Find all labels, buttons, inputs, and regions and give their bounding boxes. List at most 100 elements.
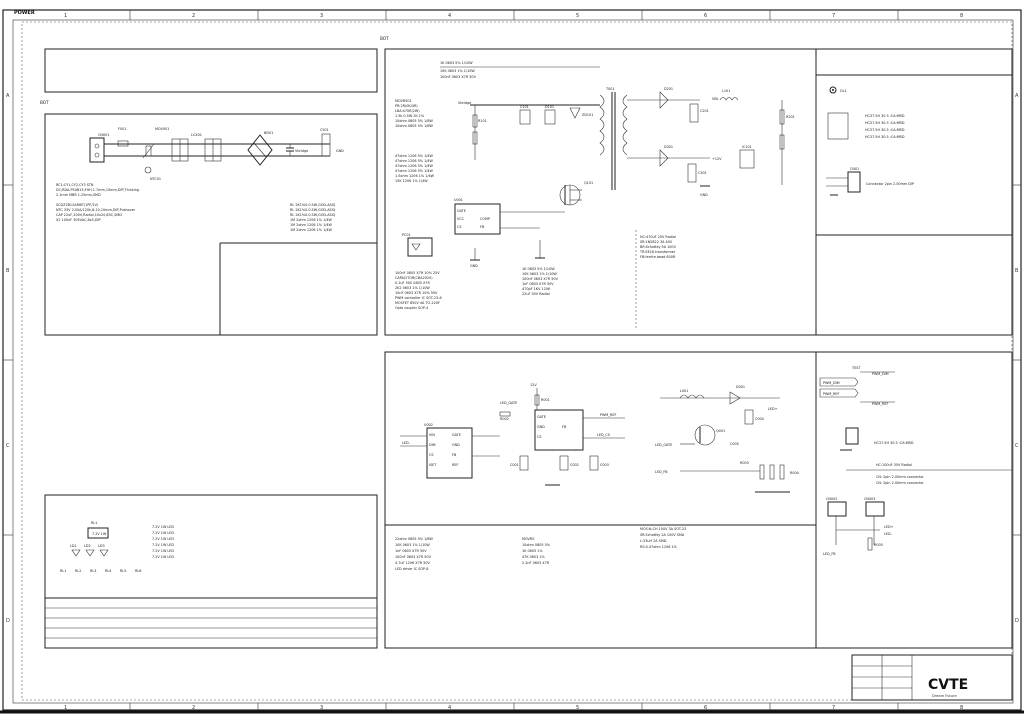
input-rnote-3: 1M 2ohm 1206 1% 1/4W [290,218,333,222]
r-pwm-dim-2: PWM_DIM [823,381,840,385]
fly-rnote-3: TR:EE16 transformer [639,250,676,254]
r004-label: R004 [790,471,799,475]
fly-mnote-2: 100nF 0603 X7R 50V [522,277,559,281]
cn01-note: Connector 2pin 2.00mm DIP [866,182,914,186]
col-label-6b: 6 [704,705,707,711]
rl1-label: RL1 [91,521,97,525]
u002-gnd: GND [452,443,460,447]
led-note-2: 7.2V 1W LED [152,531,174,535]
r-pwm-ref-2: PWM_REF [872,402,889,406]
backlight-section-box [384,351,817,649]
led-note-1: 7.2V 1W LED [152,525,174,529]
right-connectors: PWM_DIM PWM_DIM PWM_REF PWM_REF HC37.5H … [819,371,1012,556]
u002-cs: CS [429,453,434,457]
rl3-label: RL3 [90,569,96,573]
d301-label: D301 [664,145,673,149]
u-mid-gnd: GND [537,425,545,429]
fly-12v: +12V [712,157,722,161]
backlight-circuit: U002 VIN DIM CS ISET GATE GND FB REF LED… [400,383,799,493]
vbridge-net: Vbridge [295,149,308,153]
ld1-label: LD1 [70,544,77,548]
fly-lnote-8: 47ohm 1206 5% 1/4W [395,164,434,168]
r-led-minus: LED- [884,532,893,536]
bl-mnote-4: 2.2nF 0603 X7R [522,561,550,565]
d201-label: D201 [664,87,673,91]
bl-led-cs: LED_CS [597,433,610,437]
fly-lnote-4: 10ohm 0805 5% 1/8W [395,119,434,123]
u002-ref: REF [452,463,458,467]
fly-mnote-5: 22uF 50V Radial [522,292,550,296]
row-label-d-r: D [1015,618,1019,624]
col-label-2b: 2 [192,705,195,711]
c201-label: C201 [700,109,709,113]
bl-rbnote-2: L:33uH 2A SMD [640,539,667,543]
fly-bnote-7: Opto coupler SOP-4 [395,306,428,310]
input-rnote-0: RL 2K1%0.0.5W,GOD-ASIQ [290,203,336,207]
input-note-6: X2 100nF 305VAC,8x5,DIP [56,218,101,222]
bl-led-gate: LED_GATE [500,401,517,405]
u-mid-cs: CS [537,435,542,439]
cvte-logo: CVTE [928,677,968,693]
col-label-2: 2 [192,13,195,19]
cn01-label: CN01 [850,167,859,171]
u002-vin: VIN [429,433,435,437]
col-label-3b: 3 [320,705,323,711]
fly-lnote-0: MOVRS01 [395,99,412,103]
fly-lnote-11: 15K 1206 1% 1/4W [395,179,428,183]
f001-label: F001 [118,127,126,131]
led-note-6: 7.2V 1W LED [152,555,174,559]
bl-bnote-4: 4.7uF 1206 X7R 50V [395,561,431,565]
l001-label: L001 [680,389,688,393]
bd01-label: BD01 [264,131,273,135]
d101-label: D101 [545,105,554,109]
gl-block: GL1 HC37.5H 30.5 :CA:MRD HC37.5H 30.5 :C… [826,86,914,196]
fly-lnote-2: LBA:470R(2W) [395,109,420,113]
column-ticks: 1 2 3 4 5 6 7 8 1 2 3 4 5 6 7 8 [64,10,963,711]
c005-label: C005 [730,442,739,446]
cn002-label: CN002 [826,497,837,501]
flyback-circuit: 1K 0603 5% 1/10W 10K 0603 1% 1/10W 100nF… [402,61,795,268]
r-pwm-ref-1: PWM_REF [823,392,840,396]
mov001-label: MOV001 [155,127,169,131]
fly-mnote-3: 1nF 0603 X7R 50V [522,282,554,286]
r002-label: R002 [500,417,509,421]
gl-note-0: HC37.5H 30.5 :CA:MRD [865,114,905,118]
row-label-d: D [6,618,10,624]
lcx01-label: LCX01 [191,133,202,137]
fly-rnote-2: BR:Schottky 5A 100V [640,245,677,249]
gl-note-2: HC37.5H 30.5 :CA:MRD [865,128,905,132]
cn001-label: CN001 [98,133,109,137]
col-label-4: 4 [448,13,451,19]
ic101-label: IC101 [742,145,752,149]
fly-lnote-3: 1.5k 0.5W 2K 1% [395,114,425,118]
row-label-a: A [6,93,10,99]
c301-label: C301 [698,171,707,175]
fly-top-note-0: 1K 0603 5% 1/10W [440,61,473,65]
rl1b-label: RL1 [60,569,66,573]
input-circuit: CN001 F001 MOV001 NTC01 LCX01 BD01 Vbrid… [89,127,344,181]
bl-rbnote-3: RS:0.47ohm 1206 1% [640,545,678,549]
bl-bnote-1: 10K 0603 1% 1/10W [395,543,430,547]
gl-note-1: HC37.5H 30.5 :CA:MRD [865,121,905,125]
bl-bnote-0: 22ohm 0805 5% 1/8W [395,537,434,541]
fly-top-note-1: 10K 0603 1% 1/10W [440,69,475,73]
bl-rbnote-0: MOS:N-CH 100V 3A SOT-23 [640,527,686,531]
ld3-label: LD3 [98,544,105,548]
col-label-7: 7 [832,13,835,19]
input-note-4: NTC 33V 2.00A/120k,8-10,10mm,DIP,Pushove… [56,208,136,212]
test-label: TEST [851,366,861,370]
fly-vbridge: Vbridge [458,101,471,105]
bl-bnote-5: LED driver IC SOP-8 [395,567,428,571]
col-label-8b: 8 [960,705,963,711]
u002-dim: DIM [429,443,436,447]
u002-iset: ISET [429,463,437,467]
row-label-b-r: B [1015,268,1019,274]
u002-fb: FB [452,453,457,457]
r201-label: R201 [786,115,795,119]
bl-rbnote-1: SR:Schottky 2A 100V SMA [640,533,685,537]
cvte-tagline: Dream Future [932,694,957,698]
row-label-b: B [6,268,10,274]
t001-label: T001 [605,87,615,91]
rl1-value: 7.2V 1W [92,532,107,536]
